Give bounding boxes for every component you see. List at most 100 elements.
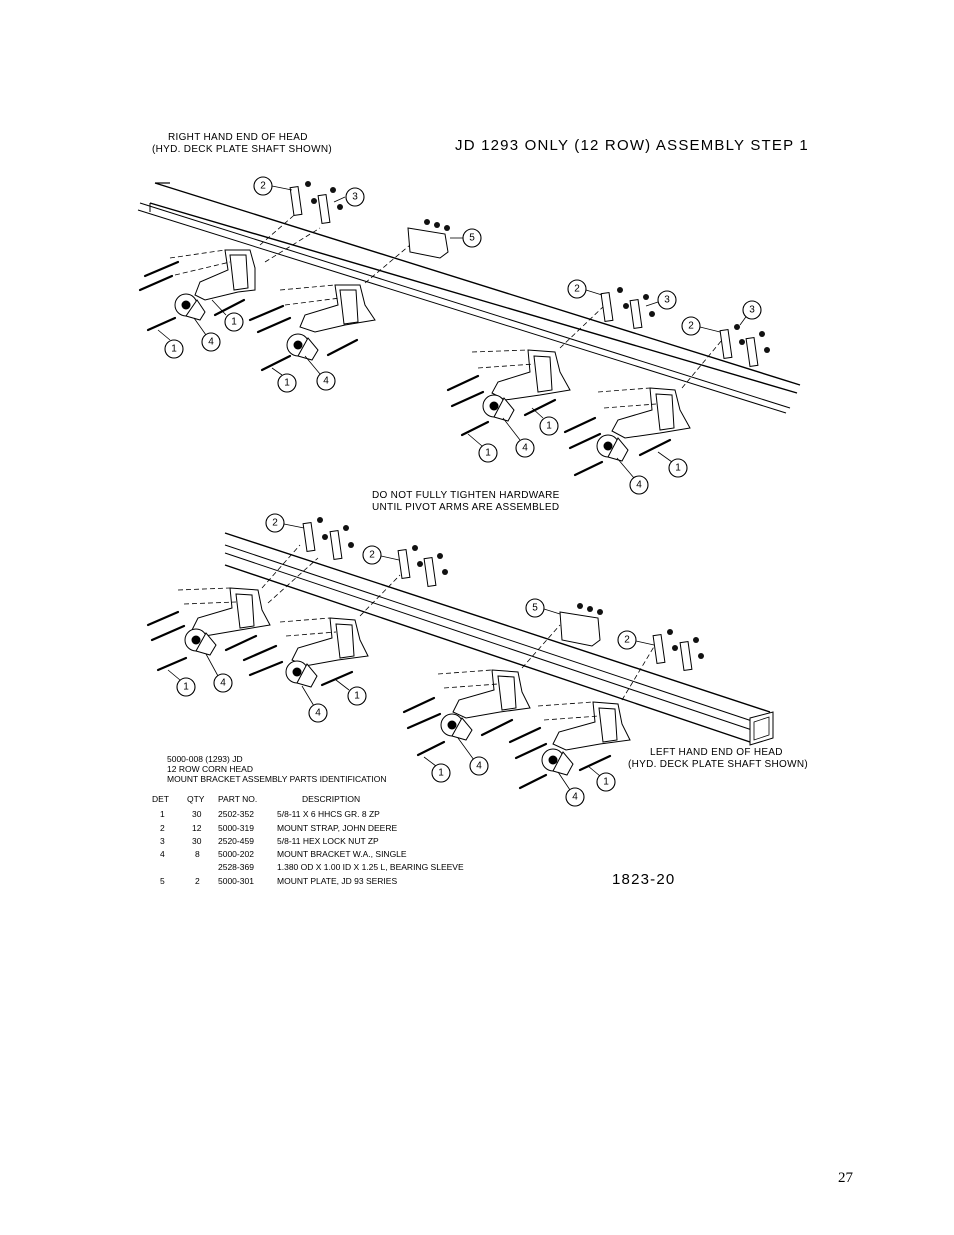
svg-text:3: 3 [749,305,755,316]
svg-text:1: 1 [438,768,444,779]
svg-text:4: 4 [220,678,226,689]
svg-text:30: 30 [192,809,202,819]
lower-bracket-3 [437,624,561,741]
svg-text:1: 1 [485,448,491,459]
callout-1: 1 [657,451,688,478]
svg-text:MOUNT PLATE, JD 93 SERIES: MOUNT PLATE, JD 93 SERIES [277,876,397,886]
svg-text:5000-301: 5000-301 [218,876,254,886]
svg-text:1: 1 [354,691,360,702]
svg-text:1: 1 [546,421,552,432]
lower-bracket-2 [279,574,401,688]
lower-frame-bar [224,532,774,746]
svg-text:2: 2 [574,284,580,295]
svg-text:1: 1 [675,463,681,474]
callout-4: 4 [502,417,535,458]
svg-text:8: 8 [195,849,200,859]
table-row: 1 30 2502-352 5/8-11 X 6 HHCS GR. 8 ZP [160,809,380,819]
svg-text:4: 4 [636,480,642,491]
drawing-number: 1823-20 [612,871,675,888]
col-header-part: PART NO. [218,794,257,804]
svg-text:1: 1 [160,809,165,819]
upper-bracket-3 [471,304,606,422]
svg-text:1: 1 [171,344,177,355]
svg-text:4: 4 [323,376,329,387]
table-row: 3 30 2520-459 5/8-11 HEX LOCK NUT ZP [160,836,379,846]
svg-text:2: 2 [624,635,630,646]
left-end-sublabel: (HYD. DECK PLATE SHAFT SHOWN) [628,759,808,770]
upper-bracket-2 [279,244,411,361]
upper-bracket-4 [596,339,723,462]
svg-text:2: 2 [195,876,200,886]
lower-bracket-1 [177,544,319,656]
svg-text:5000-319: 5000-319 [218,823,254,833]
svg-text:MOUNT STRAP, JOHN DEERE: MOUNT STRAP, JOHN DEERE [277,823,397,833]
lower-bolts [146,610,612,790]
callout-5: 5 [450,228,482,248]
svg-text:2: 2 [260,181,266,192]
table-row: 2528-369 1.380 OD X 1.00 ID X 1.25 L, BE… [218,862,464,872]
callout-1: 1 [335,679,367,706]
callout-3: 3 [645,290,677,310]
tighten-note-line2: UNTIL PIVOT ARMS ARE ASSEMBLED [372,502,559,513]
svg-text:30: 30 [192,836,202,846]
callout-4: 4 [457,737,489,776]
callout-2: 2 [567,279,603,299]
svg-text:12: 12 [192,823,202,833]
callout-4: 4 [616,457,649,495]
callout-3: 3 [739,300,762,326]
callout-1: 1 [423,756,451,783]
svg-text:1: 1 [603,777,609,788]
svg-text:4: 4 [572,792,578,803]
callout-4: 4 [301,685,328,723]
lower-nuts [317,517,704,659]
callout-4: 4 [205,653,233,693]
svg-text:5/8-11 HEX LOCK NUT ZP: 5/8-11 HEX LOCK NUT ZP [277,836,379,846]
parts-block-line1: 5000-008 (1293) JD [167,754,243,764]
svg-text:4: 4 [160,849,165,859]
right-end-sublabel: (HYD. DECK PLATE SHAFT SHOWN) [152,144,332,155]
svg-text:5: 5 [160,876,165,886]
callout-2: 2 [681,316,721,336]
svg-text:3: 3 [160,836,165,846]
upper-bracket-1 [169,209,321,321]
callout-4: 4 [193,317,221,352]
parts-block-line3: MOUNT BRACKET ASSEMBLY PARTS IDENTIFICAT… [167,774,386,784]
svg-text:2502-352: 2502-352 [218,809,254,819]
callout-1: 1 [271,367,297,393]
svg-text:2: 2 [272,518,278,529]
callout-1: 1 [211,299,244,332]
diagram-title: JD 1293 ONLY (12 ROW) ASSEMBLY STEP 1 [455,137,809,154]
svg-text:2: 2 [160,823,165,833]
svg-text:1: 1 [231,317,237,328]
svg-text:1.380 OD X 1.00 ID X 1.25 L, B: 1.380 OD X 1.00 ID X 1.25 L, BEARING SLE… [277,862,464,872]
callout-1: 1 [467,433,498,463]
svg-text:5: 5 [532,603,538,614]
callout-3: 3 [333,187,365,207]
svg-text:MOUNT BRACKET W.A., SINGLE: MOUNT BRACKET W.A., SINGLE [277,849,407,859]
lower-bracket-4 [537,644,656,776]
table-row: 5 2 5000-301 MOUNT PLATE, JD 93 SERIES [160,876,397,886]
callout-4: 4 [557,771,585,807]
parts-table: DET QTY PART NO. DESCRIPTION 1 30 2502-3… [152,794,464,886]
svg-text:5000-202: 5000-202 [218,849,254,859]
upper-straps [289,186,759,367]
svg-text:4: 4 [476,761,482,772]
callout-4: 4 [304,355,336,391]
callout-2: 2 [362,545,400,565]
svg-text:2520-459: 2520-459 [218,836,254,846]
svg-text:1: 1 [284,378,290,389]
table-row: 4 8 5000-202 MOUNT BRACKET W.A., SINGLE [160,849,407,859]
svg-text:5: 5 [469,233,475,244]
callout-1: 1 [167,669,196,697]
svg-text:4: 4 [522,443,528,454]
svg-text:3: 3 [352,192,358,203]
svg-text:5/8-11 X 6 HHCS GR. 8 ZP: 5/8-11 X 6 HHCS GR. 8 ZP [277,809,380,819]
svg-text:2: 2 [369,550,375,561]
callout-2: 2 [253,176,293,196]
svg-text:3: 3 [664,295,670,306]
page-number: 27 [838,1170,853,1186]
svg-text:4: 4 [315,708,321,719]
tighten-note-line1: DO NOT FULLY TIGHTEN HARDWARE [372,490,560,501]
lower-straps [302,522,693,671]
